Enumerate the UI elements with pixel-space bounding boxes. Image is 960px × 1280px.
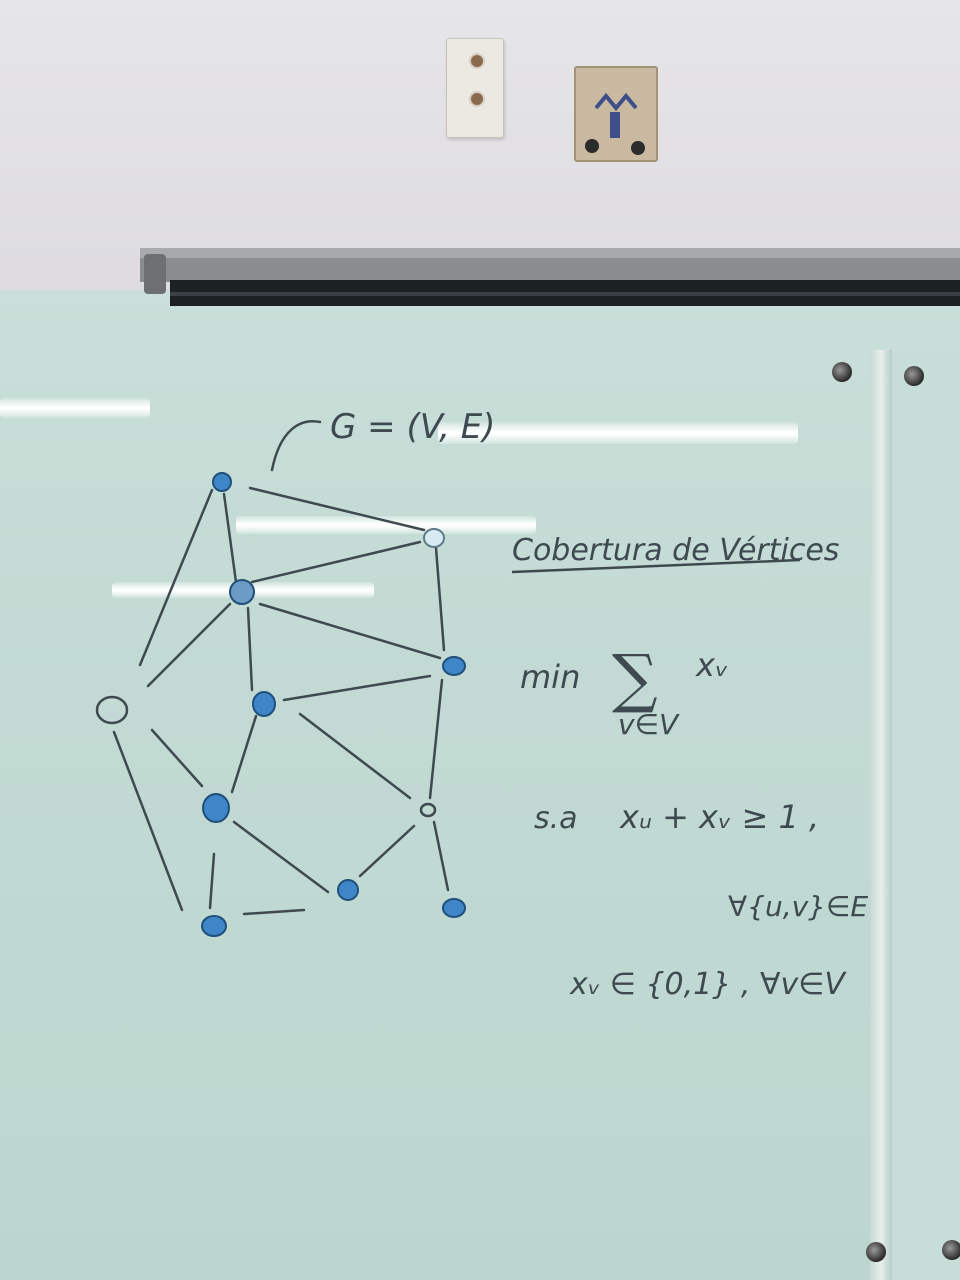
title-underline — [511, 558, 801, 574]
graph-label: G = (V, E) — [330, 407, 495, 447]
graph-edge — [428, 678, 444, 800]
constraint-edges: ∀{u,v}∈E — [728, 890, 868, 923]
sum-index: v∈V — [618, 708, 680, 741]
vertex-selected — [337, 879, 359, 901]
light-reflection — [438, 422, 798, 444]
wall-plate — [574, 66, 658, 162]
graph-edge — [230, 714, 258, 794]
mount-screw — [904, 366, 924, 386]
vertex — [95, 695, 129, 725]
constraint-binary: xᵥ ∈ {0,1} , ∀v∈V — [569, 967, 847, 1002]
mount-screw — [866, 1242, 886, 1262]
vertex-selected — [442, 898, 466, 918]
graph-edge — [282, 674, 432, 702]
light-reflection — [236, 516, 536, 534]
whiteboard-right-panel — [892, 350, 960, 1280]
whiteboard-seam — [870, 350, 892, 1280]
wall-plate-drawing — [585, 92, 645, 155]
graph-edge — [258, 602, 442, 660]
graph-edge — [358, 824, 416, 878]
graph-edge — [434, 546, 446, 652]
vertex — [423, 528, 445, 548]
wall-outlet — [446, 38, 504, 138]
graph-edge — [222, 492, 238, 584]
graph-edge — [432, 820, 450, 892]
graph-label-arrow — [270, 420, 322, 472]
objective-min: min — [520, 658, 580, 696]
projector-screen-housing — [140, 248, 960, 306]
graph-edge — [112, 730, 184, 912]
graph-edge — [146, 602, 232, 688]
constraint-cover: xᵤ + xᵥ ≥ 1 , — [619, 798, 819, 836]
graph-edge — [248, 486, 426, 532]
graph-vertices — [95, 472, 466, 937]
graph-edge — [298, 712, 412, 800]
objective-variable: xᵥ — [695, 646, 728, 684]
whiteboard — [0, 290, 960, 1280]
graph-edge — [150, 728, 204, 788]
page-title: Cobertura de Vértices — [512, 533, 839, 568]
graph-edge — [232, 820, 330, 894]
vertex-selected — [201, 915, 227, 937]
graph-edge — [208, 852, 216, 910]
outlet-jack-bottom — [469, 91, 485, 107]
mount-screw — [832, 362, 852, 382]
light-reflection — [0, 398, 150, 418]
graph-edge — [138, 488, 214, 667]
graph-edge — [242, 908, 306, 916]
vertex-selected — [212, 472, 232, 492]
mount-screw — [942, 1240, 960, 1260]
vertex-selected — [442, 656, 466, 676]
outlet-jack-top — [469, 53, 485, 69]
vertex-selected — [229, 579, 255, 605]
vertex-selected — [202, 793, 230, 823]
graph-edges — [112, 420, 450, 916]
graph-edge — [250, 540, 422, 584]
constraint-prefix: s.a — [534, 801, 578, 836]
graph-edge — [246, 606, 254, 692]
vertex-selected — [252, 691, 276, 717]
vertex — [419, 802, 437, 818]
sum-symbol: ∑ — [612, 642, 658, 716]
